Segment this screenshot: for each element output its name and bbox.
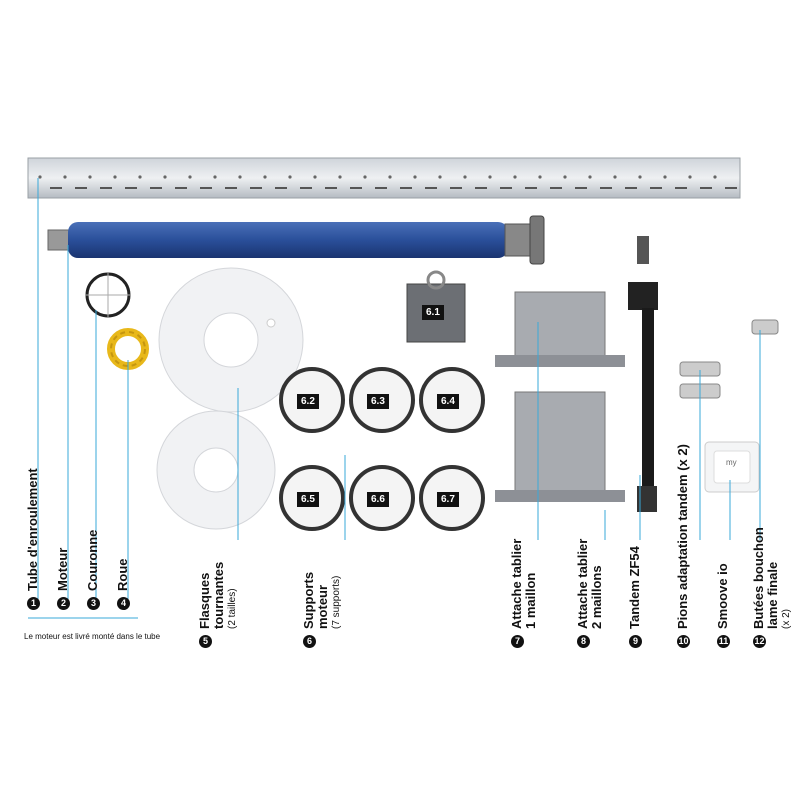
tube-slot — [225, 187, 237, 189]
tube-slot — [200, 187, 212, 189]
tube-hole — [688, 175, 692, 179]
tube-slot — [475, 187, 487, 189]
tube-hole — [463, 175, 467, 179]
tube-hole — [613, 175, 617, 179]
tube-slot — [250, 187, 262, 189]
label-smoove: 11Smoove io — [715, 563, 731, 648]
motor — [47, 215, 545, 265]
tube-hole — [188, 175, 192, 179]
tube-hole — [413, 175, 417, 179]
rotating-flanges — [156, 267, 304, 530]
tube-slot — [125, 187, 137, 189]
support-badge: 6.1 — [422, 305, 444, 320]
support-badge: 6.2 — [297, 394, 319, 409]
tube-slot — [375, 187, 387, 189]
apron-attachments — [495, 291, 625, 502]
tube-hole — [488, 175, 492, 179]
label-tube: 1Tube d'enroulement — [25, 468, 41, 610]
tube-slot — [350, 187, 362, 189]
winding-tube — [27, 157, 741, 199]
remote-my-button: my — [726, 458, 737, 467]
label-tandem: 9Tandem ZF54 — [627, 546, 643, 648]
motor-note: Le moteur est livré monté dans le tube — [24, 632, 161, 641]
leader-lines — [28, 178, 761, 619]
support-badge: 6.7 — [437, 492, 459, 507]
tube-hole — [288, 175, 292, 179]
tube-slot — [650, 187, 662, 189]
tube-slot — [150, 187, 162, 189]
tube-slot — [175, 187, 187, 189]
tube-hole — [263, 175, 267, 179]
tube-slot — [550, 187, 562, 189]
tube-hole — [713, 175, 717, 179]
tube-slot — [525, 187, 537, 189]
tube-hole — [588, 175, 592, 179]
label-wheel: 4Roue — [115, 558, 131, 610]
tube-slot — [325, 187, 337, 189]
tube-hole — [438, 175, 442, 179]
tube-slot — [75, 187, 87, 189]
tube-hole — [138, 175, 142, 179]
tube-slot — [50, 187, 62, 189]
label-crown: 3Couronne — [85, 529, 101, 610]
tube-hole — [313, 175, 317, 179]
tube-slot — [300, 187, 312, 189]
tube-slot — [700, 187, 712, 189]
tube-slot — [400, 187, 412, 189]
tube-hole — [88, 175, 92, 179]
tube-hole — [363, 175, 367, 179]
tube-hole — [238, 175, 242, 179]
tandem-zf54 — [628, 236, 658, 512]
tube-hole — [513, 175, 517, 179]
crown — [85, 272, 131, 318]
tube-hole — [113, 175, 117, 179]
tube-slot — [425, 187, 437, 189]
support-badge: 6.6 — [367, 492, 389, 507]
tube-slot — [600, 187, 612, 189]
tube-hole — [338, 175, 342, 179]
support-badge: 6.5 — [297, 492, 319, 507]
tube-hole — [388, 175, 392, 179]
tube-slot — [575, 187, 587, 189]
tube-hole — [638, 175, 642, 179]
tube-hole — [563, 175, 567, 179]
tube-slot — [725, 187, 737, 189]
tube-slot — [275, 187, 287, 189]
tube-hole — [663, 175, 667, 179]
tube-slot — [625, 187, 637, 189]
tube-hole — [163, 175, 167, 179]
support-badge: 6.4 — [437, 394, 459, 409]
tube-slot — [675, 187, 687, 189]
label-motor: 2Moteur — [55, 547, 71, 610]
tube-slot — [500, 187, 512, 189]
label-pins: 10Pions adaptation tandem (x 2) — [675, 444, 691, 648]
tube-hole — [213, 175, 217, 179]
support-badge: 6.3 — [367, 394, 389, 409]
smoove-remote — [704, 441, 760, 493]
tube-slot — [100, 187, 112, 189]
tube-hole — [38, 175, 42, 179]
stop-caps — [751, 319, 779, 335]
tube-slot — [450, 187, 462, 189]
tube-hole — [63, 175, 67, 179]
tube-hole — [538, 175, 542, 179]
